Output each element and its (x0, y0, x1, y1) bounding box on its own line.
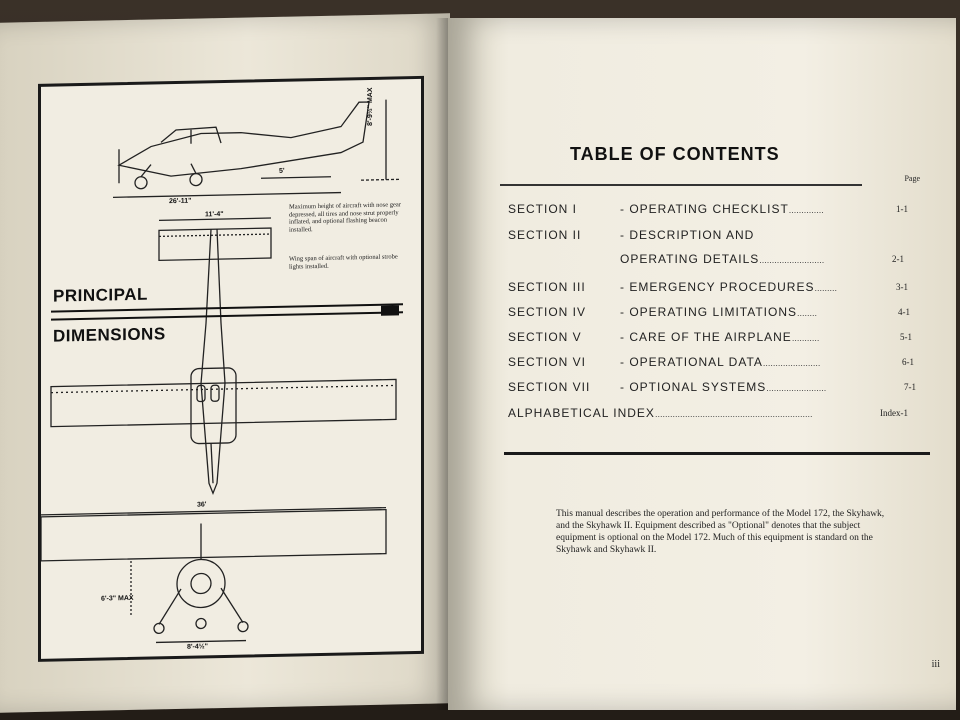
toc-section: SECTION I (508, 202, 578, 216)
toc-bottom-rule (504, 452, 930, 455)
toc-section: ALPHABETICAL INDEX (508, 406, 655, 420)
toc-page-number: 3-1 (896, 282, 908, 292)
tail-height-dimension: 8'-9½" MAX (367, 87, 374, 127)
wing-span-dimension: 36' (197, 501, 207, 509)
side-view (113, 99, 401, 198)
toc-top-rule (500, 184, 862, 186)
toc-entry: SECTION IV- OPERATING LIMITATIONS.......… (508, 305, 818, 319)
title-rule-block (381, 305, 399, 316)
toc-continuation: OPERATING DETAILS ......................… (620, 252, 825, 266)
toc-section: SECTION V (508, 330, 582, 344)
toc-name: - CARE OF THE AIRPLANE (620, 330, 792, 344)
toc-page-number: 7-1 (904, 382, 916, 392)
toc-section: SECTION IV (508, 305, 587, 319)
toc-entry: SECTION VII- OPTIONAL SYSTEMS...........… (508, 380, 827, 394)
dimensions-frame: 26'-11" 8'-9½" MAX 11'-4" 5' 36' 6'-3" M… (38, 75, 424, 662)
toc-entry: SECTION V- CARE OF THE AIRPLANE.........… (508, 330, 820, 344)
toc-name: - DESCRIPTION AND (620, 228, 755, 242)
toc-entry: SECTION VI- OPERATIONAL DATA............… (508, 355, 821, 369)
aircraft-three-view-drawing (41, 99, 401, 644)
length-dimension: 26'-11" (169, 197, 192, 206)
toc-section: SECTION III (508, 280, 586, 294)
toc-section: SECTION VI (508, 355, 587, 369)
toc-name: - OPERATING LIMITATIONS (620, 305, 798, 319)
toc-section: SECTION II (508, 228, 582, 242)
stabilizer-span-dimension: 11'-4" (205, 211, 224, 219)
span-footnote: Wing span of aircraft with optional stro… (289, 253, 398, 271)
toc-title: TABLE OF CONTENTS (570, 144, 780, 164)
left-page: 26'-11" 8'-9½" MAX 11'-4" 5' 36' 6'-3" M… (0, 13, 450, 713)
gear-height-dimension: 6'-3" MAX (101, 594, 134, 603)
toc-section: SECTION VII (508, 380, 591, 394)
toc-page-number: 4-1 (898, 307, 910, 317)
right-page: TABLE OF CONTENTS Page SECTION I - OPERAT… (448, 18, 956, 710)
page-column-label: Page (904, 174, 920, 183)
toc-page-number: 6-1 (902, 357, 914, 367)
toc-page-number: 2-1 (892, 254, 904, 264)
toc-page-number: 5-1 (900, 332, 912, 342)
toc-entry: SECTION III- EMERGENCY PROCEDURES.......… (508, 280, 837, 294)
toc-name: - OPTIONAL SYSTEMS (620, 380, 767, 394)
toc-page-number: Index-1 (880, 408, 908, 418)
principal-title: PRINCIPAL (53, 284, 148, 306)
top-view (50, 217, 397, 496)
toc-name: - EMERGENCY PROCEDURES (620, 280, 815, 294)
manual-intro-paragraph: This manual describes the operation and … (556, 509, 885, 555)
toc-name: - OPERATING CHECKLIST (620, 202, 789, 216)
dimensions-title: DIMENSIONS (53, 324, 166, 346)
height-footnote: Maximum height of aircraft with nose gea… (289, 201, 401, 234)
toc-entry: SECTION II - DESCRIPTION AND (508, 228, 754, 242)
toc-page-number: 1-1 (896, 204, 908, 214)
toc-name: - OPERATIONAL DATA (620, 355, 763, 369)
tread-dimension: 8'-4½" (187, 643, 208, 651)
toc-entry: SECTION I- OPERATING CHECKLIST..........… (508, 202, 824, 216)
toc-entry: ALPHABETICAL INDEX .....................… (508, 406, 813, 420)
tail-offset-dimension: 5' (279, 167, 285, 175)
page-folio: iii (931, 659, 940, 670)
front-view (41, 506, 387, 644)
